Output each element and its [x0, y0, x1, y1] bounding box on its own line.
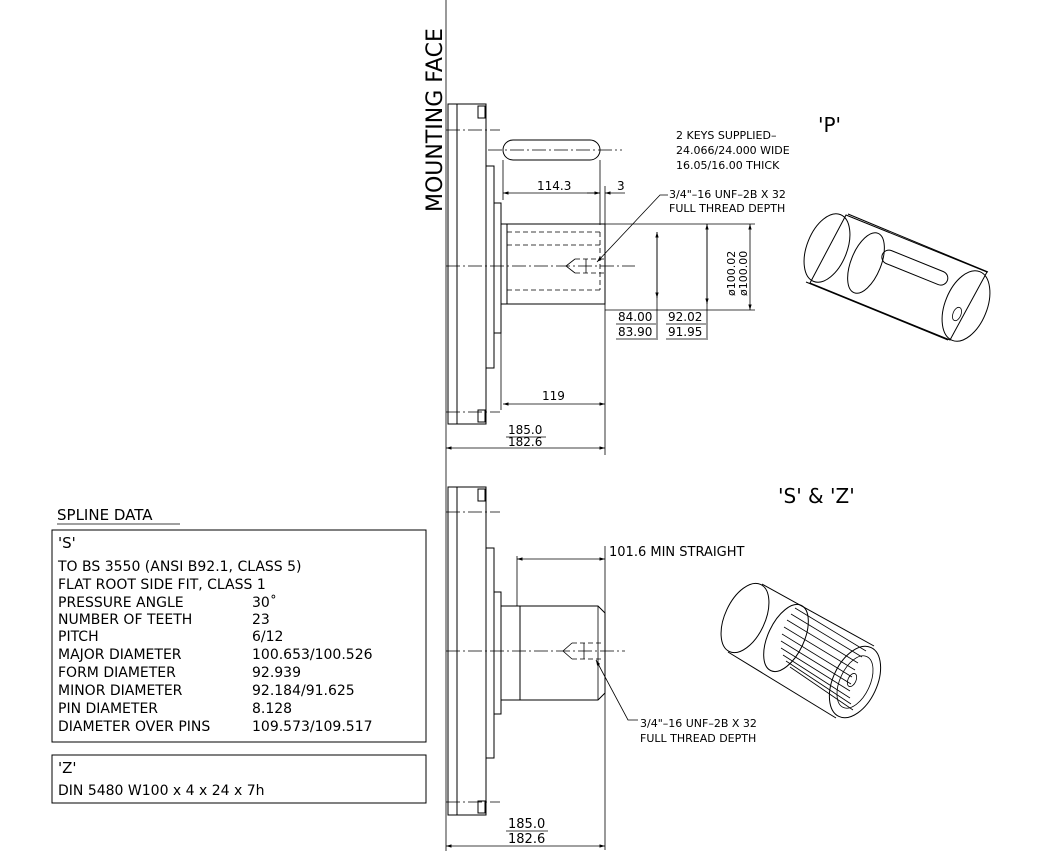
s-row-name: PRESSURE ANGLE [58, 595, 184, 611]
s-row-value: 92.939 [252, 665, 301, 681]
s-row-name: DIAMETER OVER PINS [58, 719, 210, 735]
dim-key-depth-upper: 84.00 [618, 310, 652, 324]
view-sz-label: 'S' & 'Z' [778, 484, 855, 508]
view-p-shaft [446, 103, 635, 425]
dim-diameter-lower: ø100.00 [737, 251, 750, 296]
s-row-name: MAJOR DIAMETER [58, 647, 182, 663]
p-thread-note-2: FULL THREAD DEPTH [669, 202, 785, 215]
dim-diameter-upper: ø100.02 [725, 251, 738, 296]
keyed-shaft-iso-image [803, 213, 991, 342]
dim-key-height-upper: 92.02 [668, 310, 702, 324]
dim-key-offset: 3 [617, 179, 625, 193]
dim-overall-upper: 185.0 [508, 423, 542, 437]
view-sz-shaft [446, 486, 625, 816]
s-row-value: 23 [252, 612, 270, 628]
s-line-1: TO BS 3550 (ANSI B92.1, CLASS 5) [57, 559, 302, 575]
p-thread-note-1: 3/4"–16 UNF–2B X 32 [669, 188, 786, 201]
s-box-label: 'S' [58, 534, 76, 552]
dim-min-straight: 101.6 MIN STRAIGHT [609, 545, 745, 560]
view-p-label: 'P' [818, 113, 841, 137]
dim-key-length: 114.3 [537, 179, 571, 193]
s-row-value: 6/12 [252, 629, 283, 645]
s-row-name: MINOR DIAMETER [58, 683, 183, 699]
dim-shaft-length: 119 [542, 389, 565, 403]
dim-key-depth-lower: 83.90 [618, 325, 652, 339]
s-row-value: 30˚ [252, 594, 277, 611]
sz-dim-overall-lower: 182.6 [508, 832, 545, 847]
spline-data-title: SPLINE DATA [57, 506, 153, 524]
spline-z-box: 'Z' DIN 5480 W100 x 4 x 24 x 7h [51, 754, 427, 804]
s-row-name: PIN DIAMETER [58, 701, 158, 717]
mounting-face-label: MOUNTING FACE [423, 28, 448, 212]
s-row-value: 100.653/100.526 [252, 647, 373, 663]
keys-note-2: 24.066/24.000 WIDE [676, 144, 790, 157]
sz-dim-overall-upper: 185.0 [508, 817, 545, 832]
dim-overall-lower: 182.6 [508, 435, 542, 449]
z-line: DIN 5480 W100 x 4 x 24 x 7h [58, 783, 265, 799]
splined-shaft-iso-image [720, 582, 882, 722]
sz-thread-note-2: FULL THREAD DEPTH [640, 732, 756, 745]
s-row-value: 109.573/109.517 [252, 719, 373, 735]
keys-note-1: 2 KEYS SUPPLIED– [676, 129, 776, 142]
dim-key-height-lower: 91.95 [668, 325, 702, 339]
view-sz-dimensions [446, 546, 638, 850]
s-line-2: FLAT ROOT SIDE FIT, CLASS 1 [58, 577, 266, 593]
spline-s-box: 'S' TO BS 3550 (ANSI B92.1, CLASS 5) FLA… [51, 529, 427, 743]
s-row-name: PITCH [58, 629, 99, 645]
sz-thread-note-1: 3/4"–16 UNF–2B X 32 [640, 717, 757, 730]
keys-note-3: 16.05/16.00 THICK [676, 159, 780, 172]
view-p-dimensions [446, 191, 755, 455]
s-row-name: FORM DIAMETER [58, 665, 176, 681]
s-row-value: 92.184/91.625 [252, 683, 355, 699]
s-row-value: 8.128 [252, 701, 292, 717]
z-box-label: 'Z' [58, 759, 77, 777]
s-row-name: NUMBER OF TEETH [58, 612, 192, 628]
